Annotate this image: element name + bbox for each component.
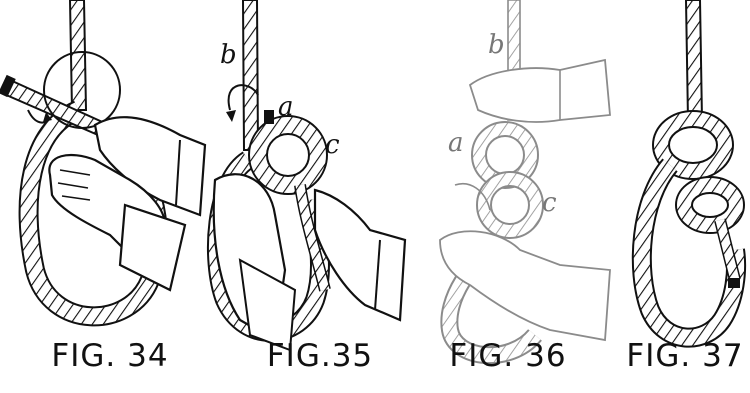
rope-frayed-end bbox=[264, 110, 274, 124]
right-hand bbox=[315, 190, 405, 320]
rope-standing-part bbox=[686, 0, 702, 120]
figure-35-drawing bbox=[214, 0, 405, 350]
fig35-label-a: a bbox=[278, 92, 294, 122]
fig36-label-c: c bbox=[542, 188, 557, 218]
figure-37-drawing bbox=[642, 0, 740, 338]
fig35-label-b: b bbox=[220, 40, 237, 70]
rope-standing-part bbox=[70, 0, 86, 110]
rope-standing-part bbox=[243, 0, 258, 150]
fig36-label-b: b bbox=[488, 30, 505, 60]
figure-34-drawing bbox=[0, 0, 205, 316]
fig36-label-a: a bbox=[448, 128, 464, 158]
upper-hand bbox=[470, 60, 610, 122]
figure-36-drawing bbox=[440, 0, 610, 355]
rope-frayed-end bbox=[728, 278, 740, 288]
figure-caption-35: FIG.35 bbox=[255, 338, 385, 388]
figure-caption-34: FIG. 34 bbox=[35, 338, 185, 388]
fig35-label-c: c bbox=[325, 130, 340, 160]
figure-caption-36: FIG. 36 bbox=[438, 338, 578, 388]
figure-caption-37: FIG. 37 bbox=[625, 338, 745, 388]
